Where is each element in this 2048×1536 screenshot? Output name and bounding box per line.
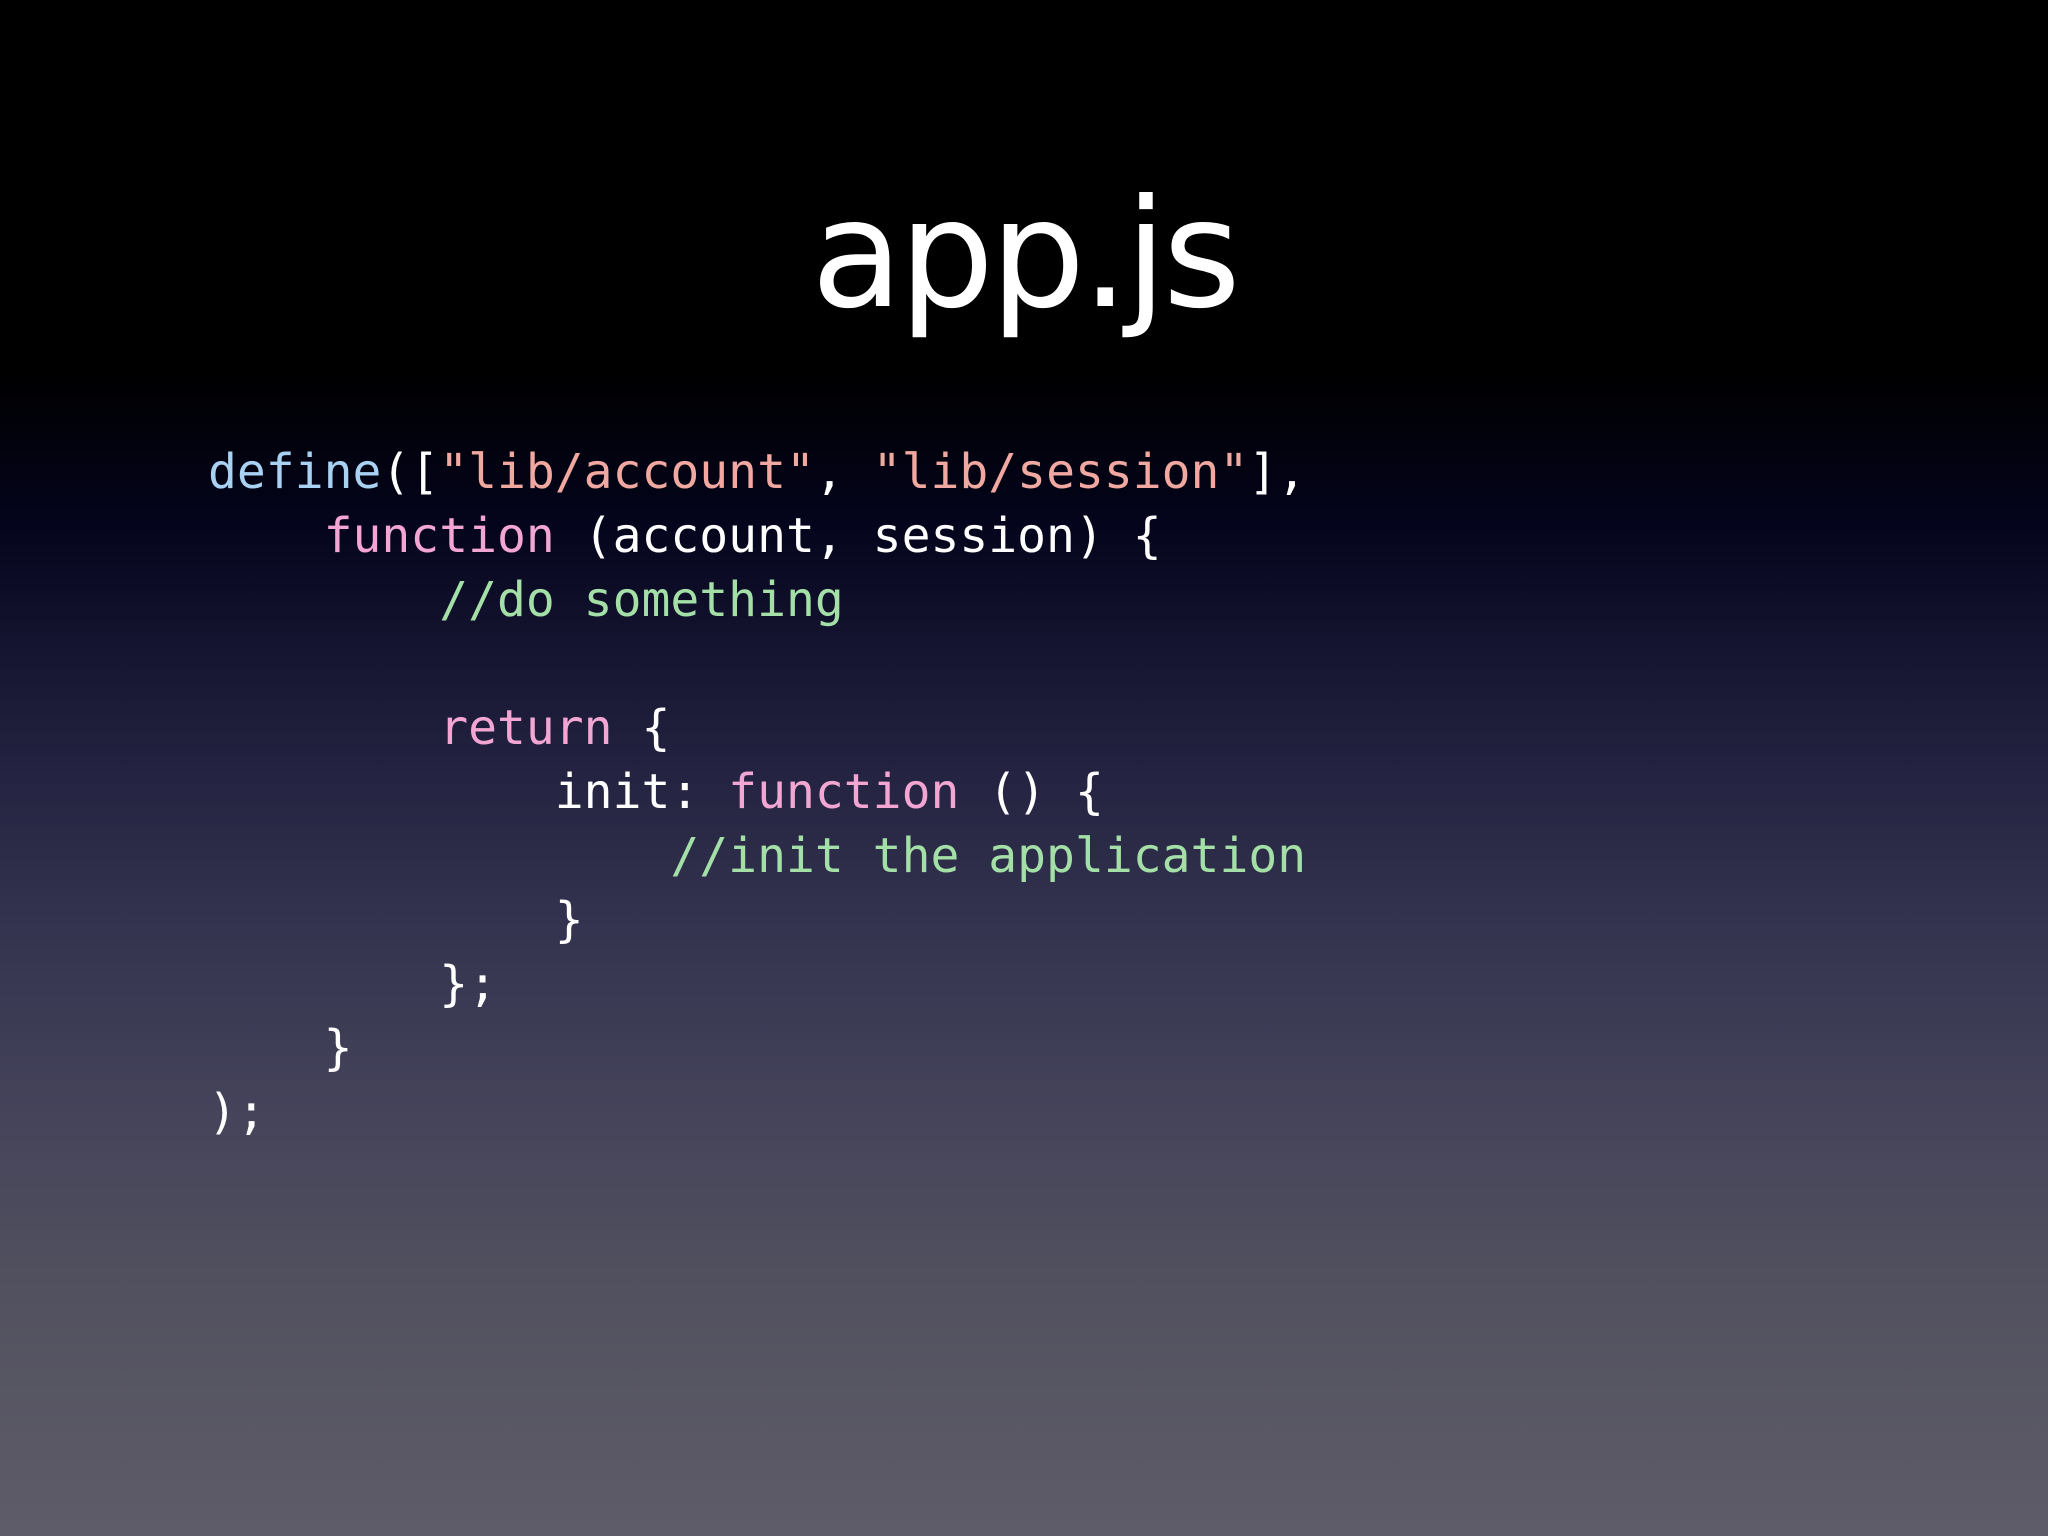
code-line: ); <box>208 1080 1306 1144</box>
code-token: } <box>208 892 584 948</box>
code-line: }; <box>208 952 1306 1016</box>
code-token: init: <box>208 764 729 820</box>
comment-token: //do something <box>439 572 844 628</box>
code-line: function (account, session) { <box>208 504 1306 568</box>
code-token <box>208 572 439 628</box>
code-token: ); <box>208 1084 266 1140</box>
slide-title: app.js <box>811 168 1241 342</box>
code-line <box>208 632 1306 696</box>
code-block: define(["lib/account", "lib/session"], f… <box>208 440 1306 1144</box>
code-token: (account, session) { <box>554 508 1162 564</box>
function-name-token: define <box>208 444 382 500</box>
code-line: } <box>208 1016 1306 1080</box>
code-token: }; <box>208 956 497 1012</box>
code-line: return { <box>208 696 1306 760</box>
code-line: //init the application <box>208 824 1306 888</box>
string-token: "lib/account" <box>439 444 815 500</box>
keyword-token: return <box>439 700 613 756</box>
code-token: { <box>612 700 671 756</box>
code-token <box>208 508 324 564</box>
string-token: "lib/session" <box>872 444 1249 500</box>
keyword-token: function <box>323 508 555 564</box>
code-token: } <box>208 1020 353 1076</box>
code-line: init: function () { <box>208 760 1306 824</box>
code-token: , <box>814 444 873 500</box>
code-line: //do something <box>208 568 1306 632</box>
comment-token: //init the application <box>670 828 1307 884</box>
code-token <box>208 700 439 756</box>
code-line: } <box>208 888 1306 952</box>
keyword-token: function <box>728 764 960 820</box>
code-token: ], <box>1248 444 1307 500</box>
code-token: () { <box>959 764 1104 820</box>
code-token <box>208 828 670 884</box>
code-token: ([ <box>381 444 440 500</box>
code-line: define(["lib/account", "lib/session"], <box>208 440 1306 504</box>
